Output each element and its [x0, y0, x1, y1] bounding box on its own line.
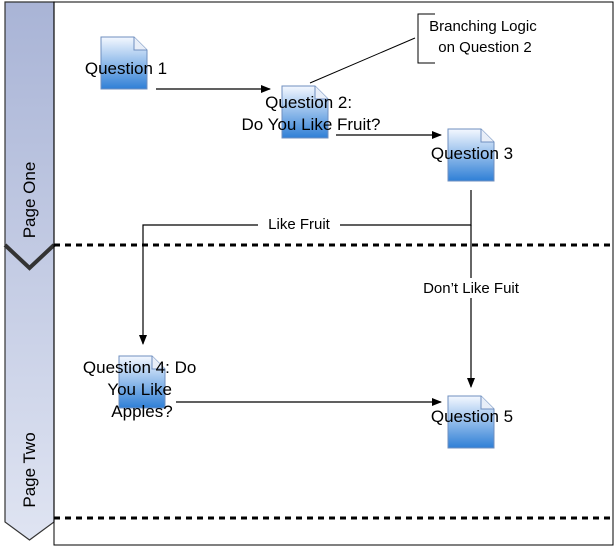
- node-q2-label: Question 2: Do You Like Fruit?: [242, 93, 381, 134]
- page-one-label: Page One: [20, 162, 39, 239]
- annotation-bracket: [417, 13, 435, 64]
- page-two-label: Page Two: [20, 432, 39, 507]
- edge-label-like-fruit: Like Fruit: [268, 216, 331, 233]
- node-q3-label: Question 3: [431, 144, 513, 163]
- edge-label-dont-like-fruit: Don’t Like Fuit: [423, 280, 520, 297]
- branching-logic-annotation: Branching Logic on Question 2: [429, 18, 541, 56]
- node-q4-label: Question 4: Do You Like Apples?: [83, 358, 201, 421]
- node-q5-label: Question 5: [431, 407, 513, 426]
- annotation-leader: [309, 37, 416, 84]
- node-q1-label: Question 1: [85, 59, 167, 78]
- page-band: [3, 1, 614, 546]
- edge-like-fruit: [139, 190, 472, 345]
- diagram-frame: [53, 1, 614, 546]
